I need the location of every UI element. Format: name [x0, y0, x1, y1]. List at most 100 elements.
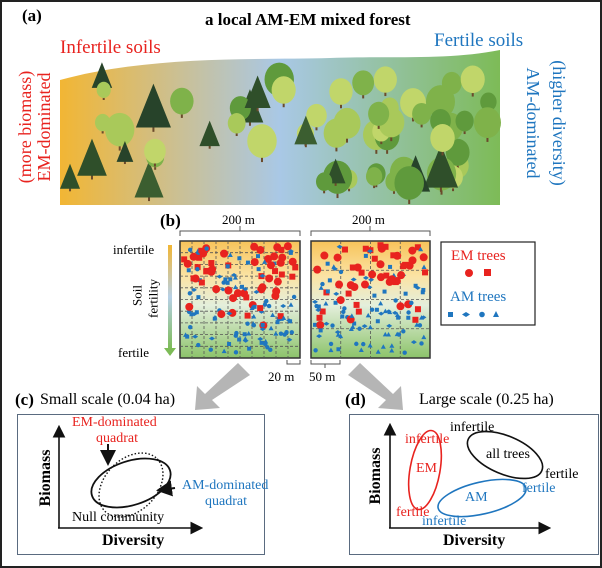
- am-tree-square: [313, 322, 318, 327]
- plot2-width-bracket: [310, 226, 431, 236]
- panel-c-label: (c): [15, 390, 34, 409]
- am-tree-square: [316, 304, 321, 309]
- am-tree-circle: [282, 332, 287, 337]
- am-tree-diamond: [420, 315, 427, 320]
- em-quadrat-label-1: EM-dominated: [72, 415, 157, 430]
- am-tree-circle: [188, 325, 193, 330]
- am-tree-square: [382, 289, 387, 294]
- em-tree-square: [198, 279, 205, 286]
- am-tree-crown: [473, 107, 501, 139]
- am-tree-triangle: [389, 347, 395, 353]
- am-tree-square: [256, 267, 261, 272]
- legend-em-circle: [465, 269, 473, 277]
- am-tree-diamond: [368, 277, 375, 282]
- am-tree-triangle: [367, 343, 373, 348]
- am-tree-triangle: [421, 334, 427, 340]
- am-tree-circle: [369, 307, 375, 312]
- am-tree-circle: [357, 326, 362, 331]
- am-tree-triangle: [212, 314, 218, 320]
- am-tree-triangle: [382, 331, 388, 337]
- am-tree-circle: [233, 333, 238, 338]
- am-tree-crown: [105, 112, 135, 147]
- am-tree-circle: [187, 291, 193, 296]
- em-tree-square: [401, 262, 408, 269]
- am-tree-diamond: [323, 321, 330, 326]
- am-tree-circle: [262, 302, 268, 307]
- am-tree-square: [239, 284, 244, 289]
- panel-d-xlabel: Diversity: [443, 532, 506, 549]
- am-tree-circle: [313, 348, 318, 353]
- am-tree-triangle: [367, 324, 373, 330]
- plot2-width-label: 200 m: [352, 212, 385, 227]
- am-tree-circle: [361, 341, 366, 347]
- em-tree-circle: [288, 257, 297, 266]
- em-tree-crown: [60, 163, 81, 189]
- am-tree-diamond: [242, 287, 249, 292]
- em-tree-square: [412, 316, 419, 323]
- em-tree-circle: [276, 258, 285, 267]
- em-tree-circle: [273, 277, 282, 286]
- em-tree-square: [292, 264, 299, 271]
- em-tree-square: [289, 273, 296, 280]
- am-tree-crown: [96, 81, 111, 98]
- em-tree-circle: [336, 296, 345, 305]
- am-tree-square: [252, 304, 257, 309]
- em-tree-square: [278, 246, 285, 253]
- em-tree-circle: [185, 302, 194, 311]
- am-tree-circle: [341, 309, 346, 315]
- em-tree-square: [414, 306, 421, 313]
- am-tree-circle: [233, 350, 239, 355]
- am-tree-crown: [368, 101, 390, 126]
- am-tree-crown: [227, 113, 246, 134]
- am-tree-circle: [338, 269, 344, 275]
- plot2-grid-50m: [311, 241, 430, 358]
- am-tree-triangle: [338, 333, 344, 339]
- am-tree-triangle: [242, 336, 248, 341]
- am-tree-circle: [264, 298, 269, 304]
- legend-am-circle: [479, 311, 485, 318]
- fertile-soils-label: Fertile soils: [434, 30, 524, 51]
- em-tree-crown: [135, 83, 171, 128]
- am-tree-circle: [342, 306, 347, 311]
- em-tree-circle: [217, 310, 226, 319]
- am-tree-triangle: [221, 348, 227, 354]
- fertility-arrowhead: [164, 348, 176, 356]
- am-tree-square: [406, 315, 411, 320]
- am-tree-diamond: [361, 324, 368, 329]
- em-tree-circle: [183, 259, 192, 268]
- plot1-trees: [181, 242, 299, 355]
- em-tree-square: [272, 268, 279, 275]
- am-tree-triangle: [365, 312, 371, 318]
- plot1-width-bracket: [179, 226, 301, 236]
- am-tree-triangle: [318, 285, 324, 290]
- panel-d-label: (d): [345, 390, 366, 409]
- arrow-to-large-scale: [348, 363, 403, 410]
- em-quadrat-label-2: quadrat: [96, 431, 138, 446]
- am-tree-circle: [204, 246, 209, 251]
- em-tree-square: [196, 254, 203, 261]
- am-tree-diamond: [208, 336, 215, 341]
- am-tree-square: [227, 341, 232, 346]
- em-ellipse: [407, 429, 443, 511]
- am-tree-crown: [394, 166, 424, 200]
- am-tree-square: [225, 264, 230, 269]
- em-tree-circle: [207, 267, 216, 276]
- am-tree-crown: [373, 66, 397, 93]
- am-quadrat-label-1: AM-dominated: [182, 478, 269, 493]
- am-tree-square: [228, 277, 233, 282]
- am-tree-triangle: [382, 308, 388, 314]
- am-tree-triangle: [331, 264, 337, 269]
- em-tree-circle: [228, 308, 237, 317]
- am-tree-crown: [455, 110, 474, 132]
- am-tree-diamond: [414, 285, 421, 290]
- am-tree-diamond: [216, 274, 223, 279]
- em-tree-crown: [423, 144, 459, 188]
- am-tree-square: [325, 289, 330, 294]
- em-label: EM: [416, 461, 437, 476]
- am-tree-square: [388, 264, 393, 269]
- em-tree-circle: [250, 242, 259, 251]
- em-tree-circle: [270, 252, 279, 261]
- em-tree-circle: [212, 285, 221, 294]
- am-tree-triangle: [227, 252, 233, 257]
